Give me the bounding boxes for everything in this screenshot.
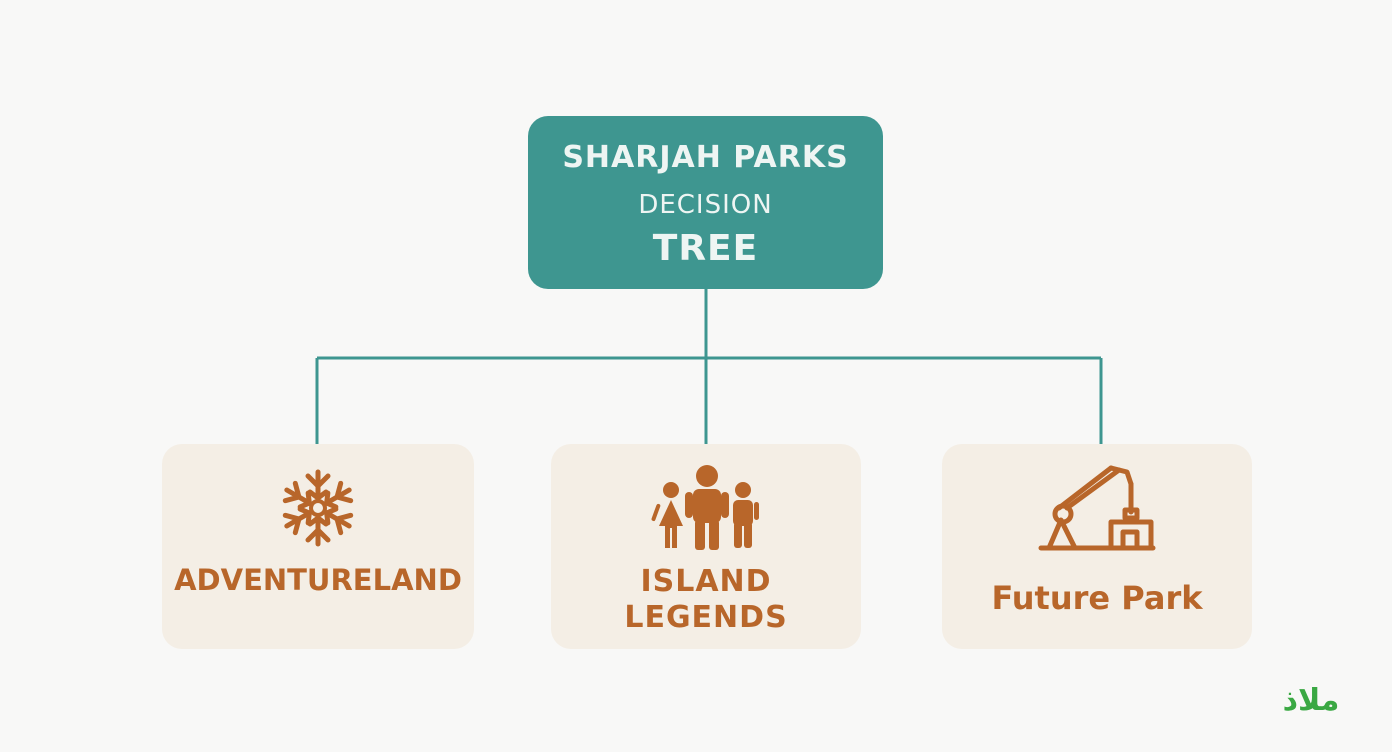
family-icon xyxy=(551,464,861,550)
brand-logo-text: ملاذ xyxy=(1282,683,1340,718)
node-label: ISLAND LEGENDS xyxy=(551,564,861,636)
root-node: SHARJAH PARKS DECISION TREE xyxy=(528,116,883,289)
root-title-line3: TREE xyxy=(652,228,759,269)
node-island-legends: ISLAND LEGENDS xyxy=(551,444,861,649)
node-label-line1: ISLAND xyxy=(640,564,772,599)
node-adventureland: ADVENTURELAND xyxy=(162,444,474,649)
node-label: ADVENTURELAND xyxy=(174,563,462,597)
node-label: Future Park xyxy=(991,579,1203,617)
crane-icon xyxy=(942,462,1252,554)
snowflake-icon xyxy=(162,466,474,550)
root-title-line1: SHARJAH PARKS xyxy=(562,140,849,175)
brand-logo: ملاذ xyxy=(1256,676,1366,726)
node-label-line2: LEGENDS xyxy=(624,600,788,635)
root-title-line2: DECISION xyxy=(638,190,773,220)
node-future-park: Future Park xyxy=(942,444,1252,649)
